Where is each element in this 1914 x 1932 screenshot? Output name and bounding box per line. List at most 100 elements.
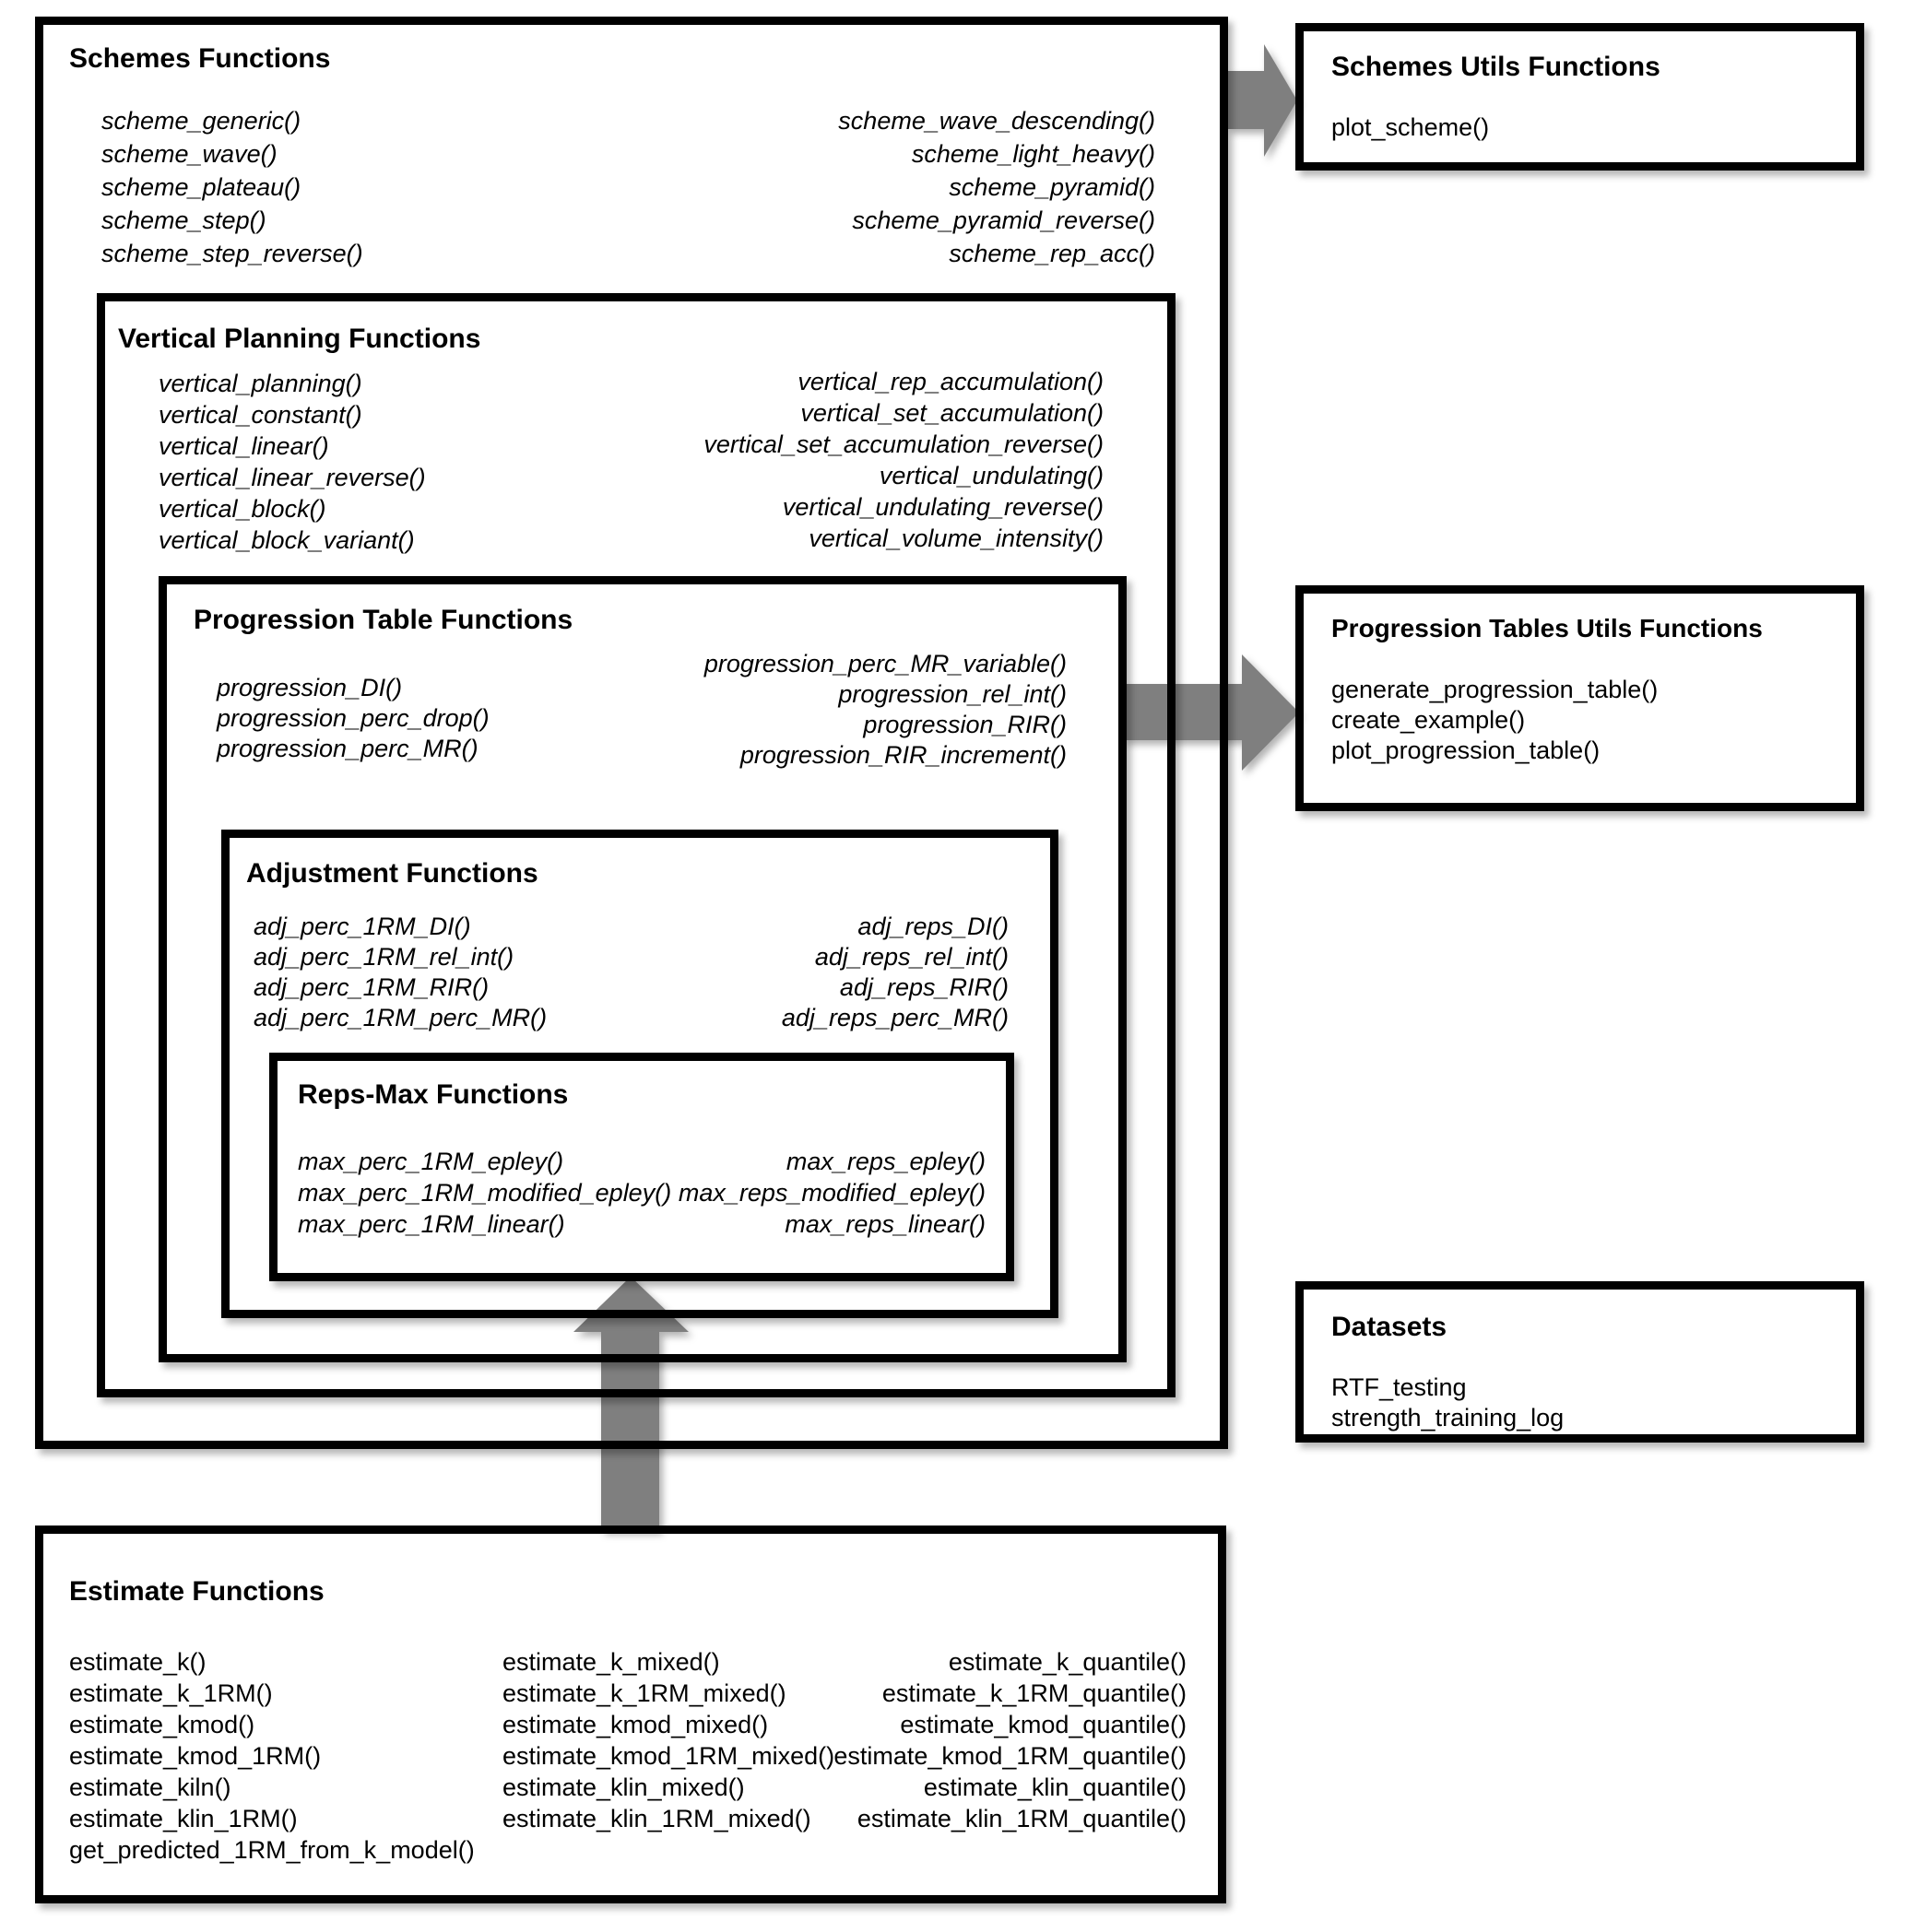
function-item: estimate_klin_quantile() — [923, 1773, 1187, 1801]
arrow-schemes-to-schemes-utils — [1227, 44, 1297, 157]
function-item: vertical_undulating_reverse() — [782, 493, 1104, 521]
function-item: max_reps_modified_epley() — [678, 1179, 986, 1207]
function-item: estimate_klin_1RM_quantile() — [857, 1805, 1187, 1832]
schemes-utils-functions-title: Schemes Utils Functions — [1331, 52, 1660, 82]
function-item: vertical_linear() — [159, 432, 329, 460]
function-item: generate_progression_table() — [1331, 676, 1659, 703]
function-item: scheme_step() — [101, 206, 266, 234]
schemes-functions-title: Schemes Functions — [69, 43, 331, 74]
function-item: scheme_plateau() — [101, 173, 301, 201]
function-item: scheme_pyramid() — [949, 173, 1155, 201]
function-item: vertical_linear_reverse() — [159, 464, 426, 491]
function-item: progression_DI() — [217, 674, 403, 701]
progression-table-left-list: progression_DI() progression_perc_drop()p… — [217, 673, 490, 764]
function-item: max_perc_1RM_linear() — [298, 1210, 565, 1238]
function-item: create_example() — [1331, 706, 1526, 734]
function-item: progression_perc_MR_variable() — [703, 650, 1067, 677]
function-item: scheme_wave_descending() — [838, 107, 1155, 135]
function-item: estimate_k_1RM() — [69, 1679, 273, 1707]
adjustment-right-list: adj_reps_DI() adj_reps_rel_int() adj_reps_… — [782, 912, 1009, 1033]
reps-max-right-list: max_reps_epley() max_reps_modified_epley(… — [679, 1146, 986, 1240]
function-item: estimate_k_1RM_mixed() — [502, 1679, 786, 1707]
function-item: vertical_set_accumulation_reverse() — [703, 430, 1104, 458]
function-item: adj_perc_1RM_rel_int() — [254, 943, 514, 971]
function-item: vertical_undulating() — [879, 462, 1104, 489]
function-item: estimate_k() — [69, 1648, 207, 1676]
function-item: progression_RIR_increment() — [739, 741, 1067, 769]
estimate-functions-title: Estimate Functions — [69, 1576, 325, 1607]
function-item: estimate_k_mixed() — [502, 1648, 720, 1676]
estimate-functions-col1-list: estimate_k() estimate_k_1RM() estimate_kmo… — [69, 1646, 475, 1866]
progression-tables-utils-functions-box: Progression Tables Utils Functions gener… — [1295, 585, 1864, 811]
arrow-progression-to-progression-utils — [1123, 654, 1299, 771]
function-item: progression_RIR() — [863, 711, 1067, 738]
function-item: adj_reps_DI() — [857, 913, 1009, 940]
estimate-functions-col2-list: estimate_k_mixed() estimate_k_1RM_mixed()… — [502, 1646, 834, 1834]
function-item: progression_perc_MR() — [217, 735, 478, 762]
datasets-title: Datasets — [1331, 1312, 1447, 1342]
function-item: estimate_kmod() — [69, 1711, 255, 1738]
function-item: estimate_kmod_1RM_mixed() — [502, 1742, 835, 1770]
function-item: vertical_set_accumulation() — [800, 399, 1104, 427]
vertical-planning-functions-title: Vertical Planning Functions — [118, 324, 481, 354]
schemes-utils-list: plot_scheme() — [1331, 112, 1489, 143]
progression-table-functions-title: Progression Table Functions — [194, 605, 573, 635]
function-item: estimate_k_1RM_quantile() — [881, 1679, 1187, 1707]
progression-table-right-list: progression_perc_MR_variable() progressio… — [704, 649, 1067, 771]
function-item: scheme_pyramid_reverse() — [852, 206, 1155, 234]
function-item: RTF_testing — [1331, 1373, 1467, 1401]
function-item: vertical_constant() — [159, 401, 362, 429]
function-item: estimate_kmod_1RM_quantile() — [833, 1742, 1187, 1770]
function-item: vertical_planning() — [159, 370, 362, 397]
function-item: estimate_klin_1RM() — [69, 1805, 298, 1832]
function-item: max_perc_1RM_epley() — [298, 1148, 564, 1175]
function-item: vertical_block() — [159, 495, 326, 523]
progression-tables-utils-functions-title: Progression Tables Utils Functions — [1331, 614, 1763, 642]
function-item: progression_perc_drop() — [217, 704, 490, 732]
adjustment-functions-title: Adjustment Functions — [246, 858, 538, 889]
function-item: adj_reps_rel_int() — [814, 943, 1009, 971]
function-item: adj_perc_1RM_DI() — [254, 913, 471, 940]
function-item: plot_scheme() — [1331, 113, 1490, 141]
schemes-utils-functions-box: Schemes Utils Functions plot_scheme() — [1295, 23, 1864, 171]
schemes-functions-right-list: scheme_wave_descending()scheme_light_hea… — [838, 104, 1155, 270]
function-item: estimate_klin_mixed() — [502, 1773, 745, 1801]
progression-table-functions-box: Progression Table Functions progression_… — [159, 576, 1127, 1362]
function-item: estimate_kmod_mixed() — [502, 1711, 769, 1738]
reps-max-functions-title: Reps-Max Functions — [298, 1079, 569, 1110]
function-item: adj_perc_1RM_RIR() — [254, 973, 490, 1001]
function-item: estimate_klin_1RM_mixed() — [502, 1805, 811, 1832]
function-item: estimate_kmod_1RM() — [69, 1742, 322, 1770]
function-item: scheme_generic() — [101, 107, 301, 135]
function-item: get_predicted_1RM_from_k_model() — [69, 1836, 475, 1864]
function-item: scheme_step_reverse() — [101, 240, 363, 267]
function-item: estimate_k_quantile() — [948, 1648, 1187, 1676]
function-item: max_perc_1RM_modified_epley() — [298, 1179, 672, 1207]
function-item: progression_rel_int() — [838, 680, 1067, 708]
reps-max-left-list: max_perc_1RM_epley() max_perc_1RM_modifie… — [298, 1146, 671, 1240]
function-item: scheme_rep_acc() — [949, 240, 1155, 267]
arrow-estimate-to-reps-max — [573, 1277, 689, 1530]
function-item: scheme_wave() — [101, 140, 278, 168]
adjustment-left-list: adj_perc_1RM_DI() adj_perc_1RM_rel_int()a… — [254, 912, 547, 1033]
vertical-planning-functions-box: Vertical Planning Functions vertical_pla… — [97, 293, 1176, 1397]
function-item: plot_progression_table() — [1331, 736, 1601, 764]
function-item: vertical_block_variant() — [159, 526, 415, 554]
estimate-functions-col3-list: estimate_k_quantile() estimate_k_1RM_quan… — [833, 1646, 1187, 1834]
reps-max-functions-box: Reps-Max Functions max_perc_1RM_epley()m… — [269, 1053, 1014, 1281]
function-item: vertical_volume_intensity() — [809, 524, 1104, 552]
function-item: adj_reps_perc_MR() — [781, 1004, 1009, 1031]
adjustment-functions-box: Adjustment Functions adj_perc_1RM_DI()ad… — [221, 830, 1058, 1318]
function-item: estimate_kmod_quantile() — [900, 1711, 1187, 1738]
vertical-planning-right-list: vertical_rep_accumulation()vertical_set_… — [703, 366, 1104, 554]
function-item: max_reps_epley() — [786, 1148, 986, 1175]
vertical-planning-left-list: vertical_planning() vertical_constant()ve… — [159, 368, 426, 556]
estimate-functions-box: Estimate Functions estimate_k()estimate_… — [35, 1526, 1226, 1903]
progression-tables-utils-list: generate_progression_table() create_examp… — [1331, 675, 1658, 766]
function-item: estimate_kiln() — [69, 1773, 231, 1801]
schemes-functions-left-list: scheme_generic() scheme_wave() scheme_plat… — [101, 104, 363, 270]
